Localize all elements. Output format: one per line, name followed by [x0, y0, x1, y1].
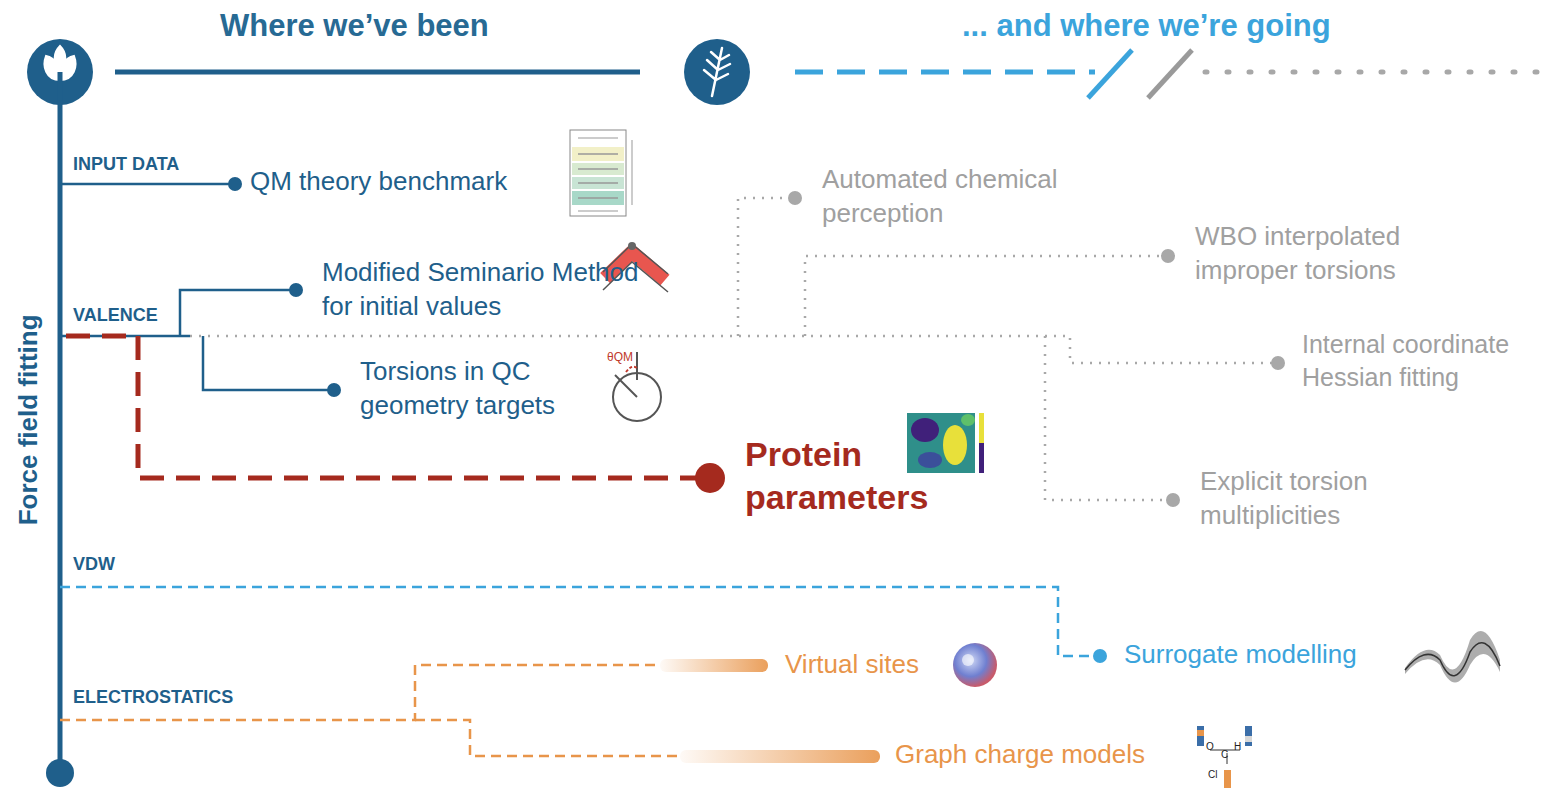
atom-symbol: H: [1234, 740, 1241, 753]
section-label: VALENCE: [73, 304, 158, 327]
item-label: QM theory benchmark: [250, 165, 507, 199]
timeline-top: [115, 50, 1552, 98]
item-label: Torsions in QC geometry targets: [360, 355, 610, 423]
highlight-label: Protein parameters: [745, 433, 985, 518]
item-label: Modified Seminario Method for initial va…: [322, 256, 642, 324]
heatmap-icon: [907, 413, 984, 473]
fade-bar: [660, 659, 768, 672]
protein-branch: [66, 336, 725, 493]
section-label: INPUT DATA: [73, 153, 179, 176]
axis-title: Force field fitting: [11, 315, 45, 526]
heading: ... and where we’re going: [962, 6, 1331, 46]
section-label: VDW: [73, 553, 115, 576]
atom-symbol: O: [1206, 740, 1214, 753]
atom-symbol: Cl: [1208, 768, 1217, 781]
milestone-circle: [684, 39, 750, 105]
atom-symbol: C: [1221, 748, 1228, 761]
table-icon: [570, 130, 632, 216]
future-label: WBO interpolated improper torsions: [1195, 220, 1465, 288]
heading: Where we’ve been: [220, 6, 489, 46]
surrogate-icon: [1405, 631, 1500, 682]
input-branch: [60, 177, 242, 191]
item-label: Graph charge models: [895, 738, 1145, 772]
item-label: Virtual sites: [785, 648, 919, 682]
electrostatics-branch: [60, 665, 680, 756]
future-label: Automated chemical perception: [822, 163, 1122, 231]
main-axis: [46, 72, 74, 787]
future-label: Explicit torsion multiplicities: [1200, 465, 1440, 533]
section-label: ELECTROSTATICS: [73, 686, 233, 709]
fade-bar: [680, 750, 880, 763]
valence-branch: [60, 283, 1045, 397]
vdw-branch: [60, 587, 1107, 663]
future-label: Internal coordinate Hessian fitting: [1302, 328, 1552, 393]
molecule-icon: [1197, 726, 1252, 788]
angle-symbol: θQM: [607, 350, 633, 366]
sphere-icon: [953, 643, 997, 687]
item-label: Surrogate modelling: [1124, 638, 1357, 672]
